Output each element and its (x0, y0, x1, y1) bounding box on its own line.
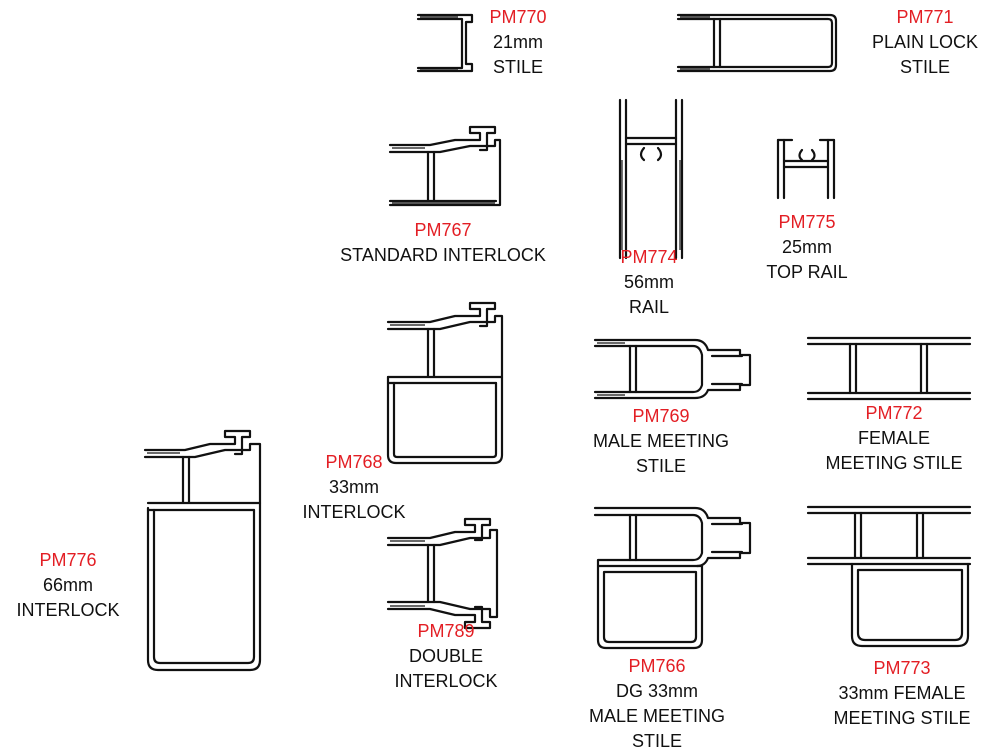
pm789-label: PM789 DOUBLE INTERLOCK (394, 619, 497, 694)
pm770-desc-1: 21mm (492, 32, 544, 52)
pm773-code: PM773 (873, 658, 931, 678)
pm771-desc-1: PLAIN LOCK (871, 32, 979, 52)
pm767-profile-drawing (388, 125, 502, 207)
pm767-code: PM767 (414, 220, 472, 240)
pm776-desc-1: 66mm (42, 575, 93, 595)
pm769-profile-drawing (593, 338, 752, 400)
pm772-label: PM772 FEMALE MEETING STILE (825, 401, 962, 476)
pm789-desc-1: DOUBLE (408, 646, 484, 666)
pm772-desc-1: FEMALE (857, 428, 931, 448)
pm769-label: PM769 MALE MEETING STILE (593, 404, 729, 479)
pm766-desc-3: STILE (631, 731, 683, 751)
pm772-profile-drawing (806, 336, 972, 401)
pm775-desc-2: TOP RAIL (766, 262, 848, 282)
pm769-desc-1: MALE MEETING (592, 431, 730, 451)
pm774-label: PM774 56mm RAIL (620, 245, 677, 320)
pm775-desc-1: 25mm (781, 237, 832, 257)
pm775-profile-drawing (776, 138, 836, 200)
pm768-profile-drawing (386, 301, 504, 465)
pm770-label: PM770 21mm STILE (489, 5, 546, 80)
pm789-desc-2: INTERLOCK (394, 671, 498, 691)
pm767-label: PM767 STANDARD INTERLOCK (340, 218, 546, 268)
pm776-label: PM776 66mm INTERLOCK (16, 548, 119, 623)
pm768-code: PM768 (325, 452, 383, 472)
pm770-code: PM770 (489, 7, 547, 27)
pm774-profile-drawing (618, 98, 684, 260)
pm768-label: PM768 33mm INTERLOCK (302, 450, 405, 525)
pm770-profile-drawing (416, 13, 474, 73)
pm766-profile-drawing (593, 506, 752, 650)
pm775-code: PM775 (778, 212, 836, 232)
pm774-desc-2: RAIL (628, 297, 670, 317)
pm773-desc-2: MEETING STILE (833, 708, 971, 728)
pm766-code: PM766 (628, 656, 686, 676)
pm769-code: PM769 (632, 406, 690, 426)
pm771-code: PM771 (896, 7, 954, 27)
pm770-desc-2: STILE (492, 57, 544, 77)
pm789-code: PM789 (417, 621, 475, 641)
pm768-desc-1: 33mm (328, 477, 379, 497)
pm769-desc-2: STILE (635, 456, 687, 476)
pm776-desc-2: INTERLOCK (16, 600, 120, 620)
pm774-code: PM774 (620, 247, 678, 267)
pm771-label: PM771 PLAIN LOCK STILE (872, 5, 978, 80)
pm773-desc-1: 33mm FEMALE (838, 683, 966, 703)
pm767-desc-1: STANDARD INTERLOCK (340, 245, 546, 265)
pm772-code: PM772 (865, 403, 923, 423)
pm773-label: PM773 33mm FEMALE MEETING STILE (833, 656, 970, 731)
pm776-code: PM776 (39, 550, 97, 570)
pm789-profile-drawing (386, 517, 499, 630)
pm775-label: PM775 25mm TOP RAIL (766, 210, 847, 285)
pm771-profile-drawing (676, 13, 838, 73)
pm776-profile-drawing (143, 429, 262, 672)
pm766-label: PM766 DG 33mm MALE MEETING STILE (589, 654, 725, 754)
pm768-desc-2: INTERLOCK (302, 502, 406, 522)
pm773-profile-drawing (806, 505, 972, 648)
pm766-desc-2: MALE MEETING (588, 706, 726, 726)
pm774-desc-1: 56mm (623, 272, 675, 292)
pm766-desc-1: DG 33mm (615, 681, 698, 701)
pm772-desc-2: MEETING STILE (825, 453, 963, 473)
pm771-desc-2: STILE (899, 57, 951, 77)
